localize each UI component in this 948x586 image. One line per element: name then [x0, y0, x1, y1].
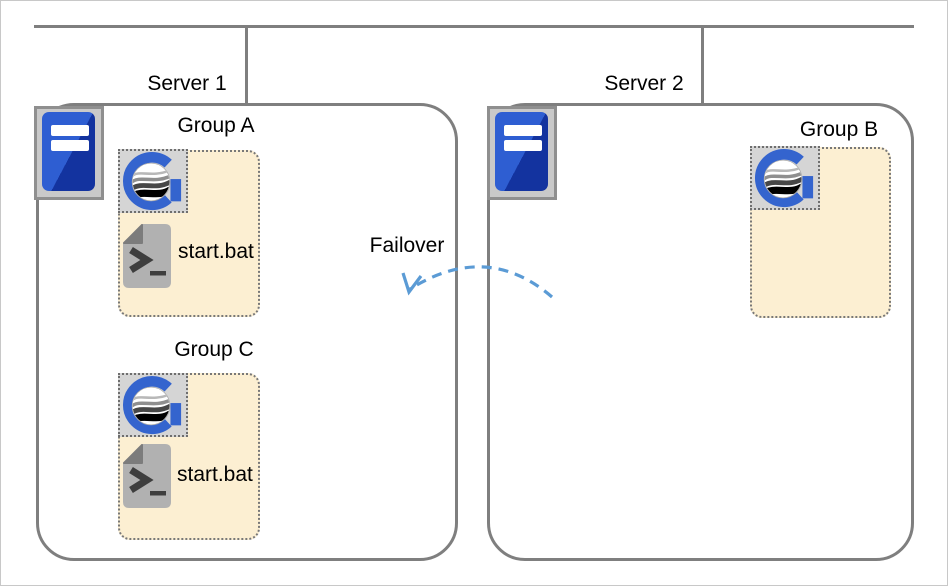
- server1-label: Server 1: [147, 72, 227, 95]
- server-tower-icon: [34, 106, 104, 200]
- group-c-label: Group C: [174, 338, 254, 361]
- network-bus-line: [34, 25, 914, 28]
- failover-arrow: [401, 265, 554, 299]
- group-b-label: Group B: [799, 118, 879, 141]
- server-tower-icon: [487, 106, 557, 200]
- batch-terminal-file-icon: [123, 444, 171, 508]
- server-slot-bar: [51, 125, 89, 136]
- server-slot-bar: [504, 140, 542, 151]
- server-tower-body: [42, 112, 95, 191]
- server-tower-body: [495, 112, 548, 191]
- script-file-label: start.bat: [178, 240, 254, 263]
- failover-label: Failover: [369, 234, 445, 257]
- server1-connector-line: [245, 27, 248, 105]
- server-slot-bar: [51, 140, 89, 151]
- server2-label: Server 2: [604, 72, 684, 95]
- batch-terminal-file-icon: [123, 224, 171, 288]
- server-slot-bar: [504, 125, 542, 136]
- group-a-label: Group A: [177, 114, 255, 137]
- gateway-g-logo-icon: [118, 149, 188, 213]
- gateway-g-logo-icon: [750, 146, 820, 210]
- server2-connector-line: [701, 27, 704, 105]
- gateway-g-logo-icon: [118, 373, 188, 437]
- script-file-label: start.bat: [177, 463, 253, 486]
